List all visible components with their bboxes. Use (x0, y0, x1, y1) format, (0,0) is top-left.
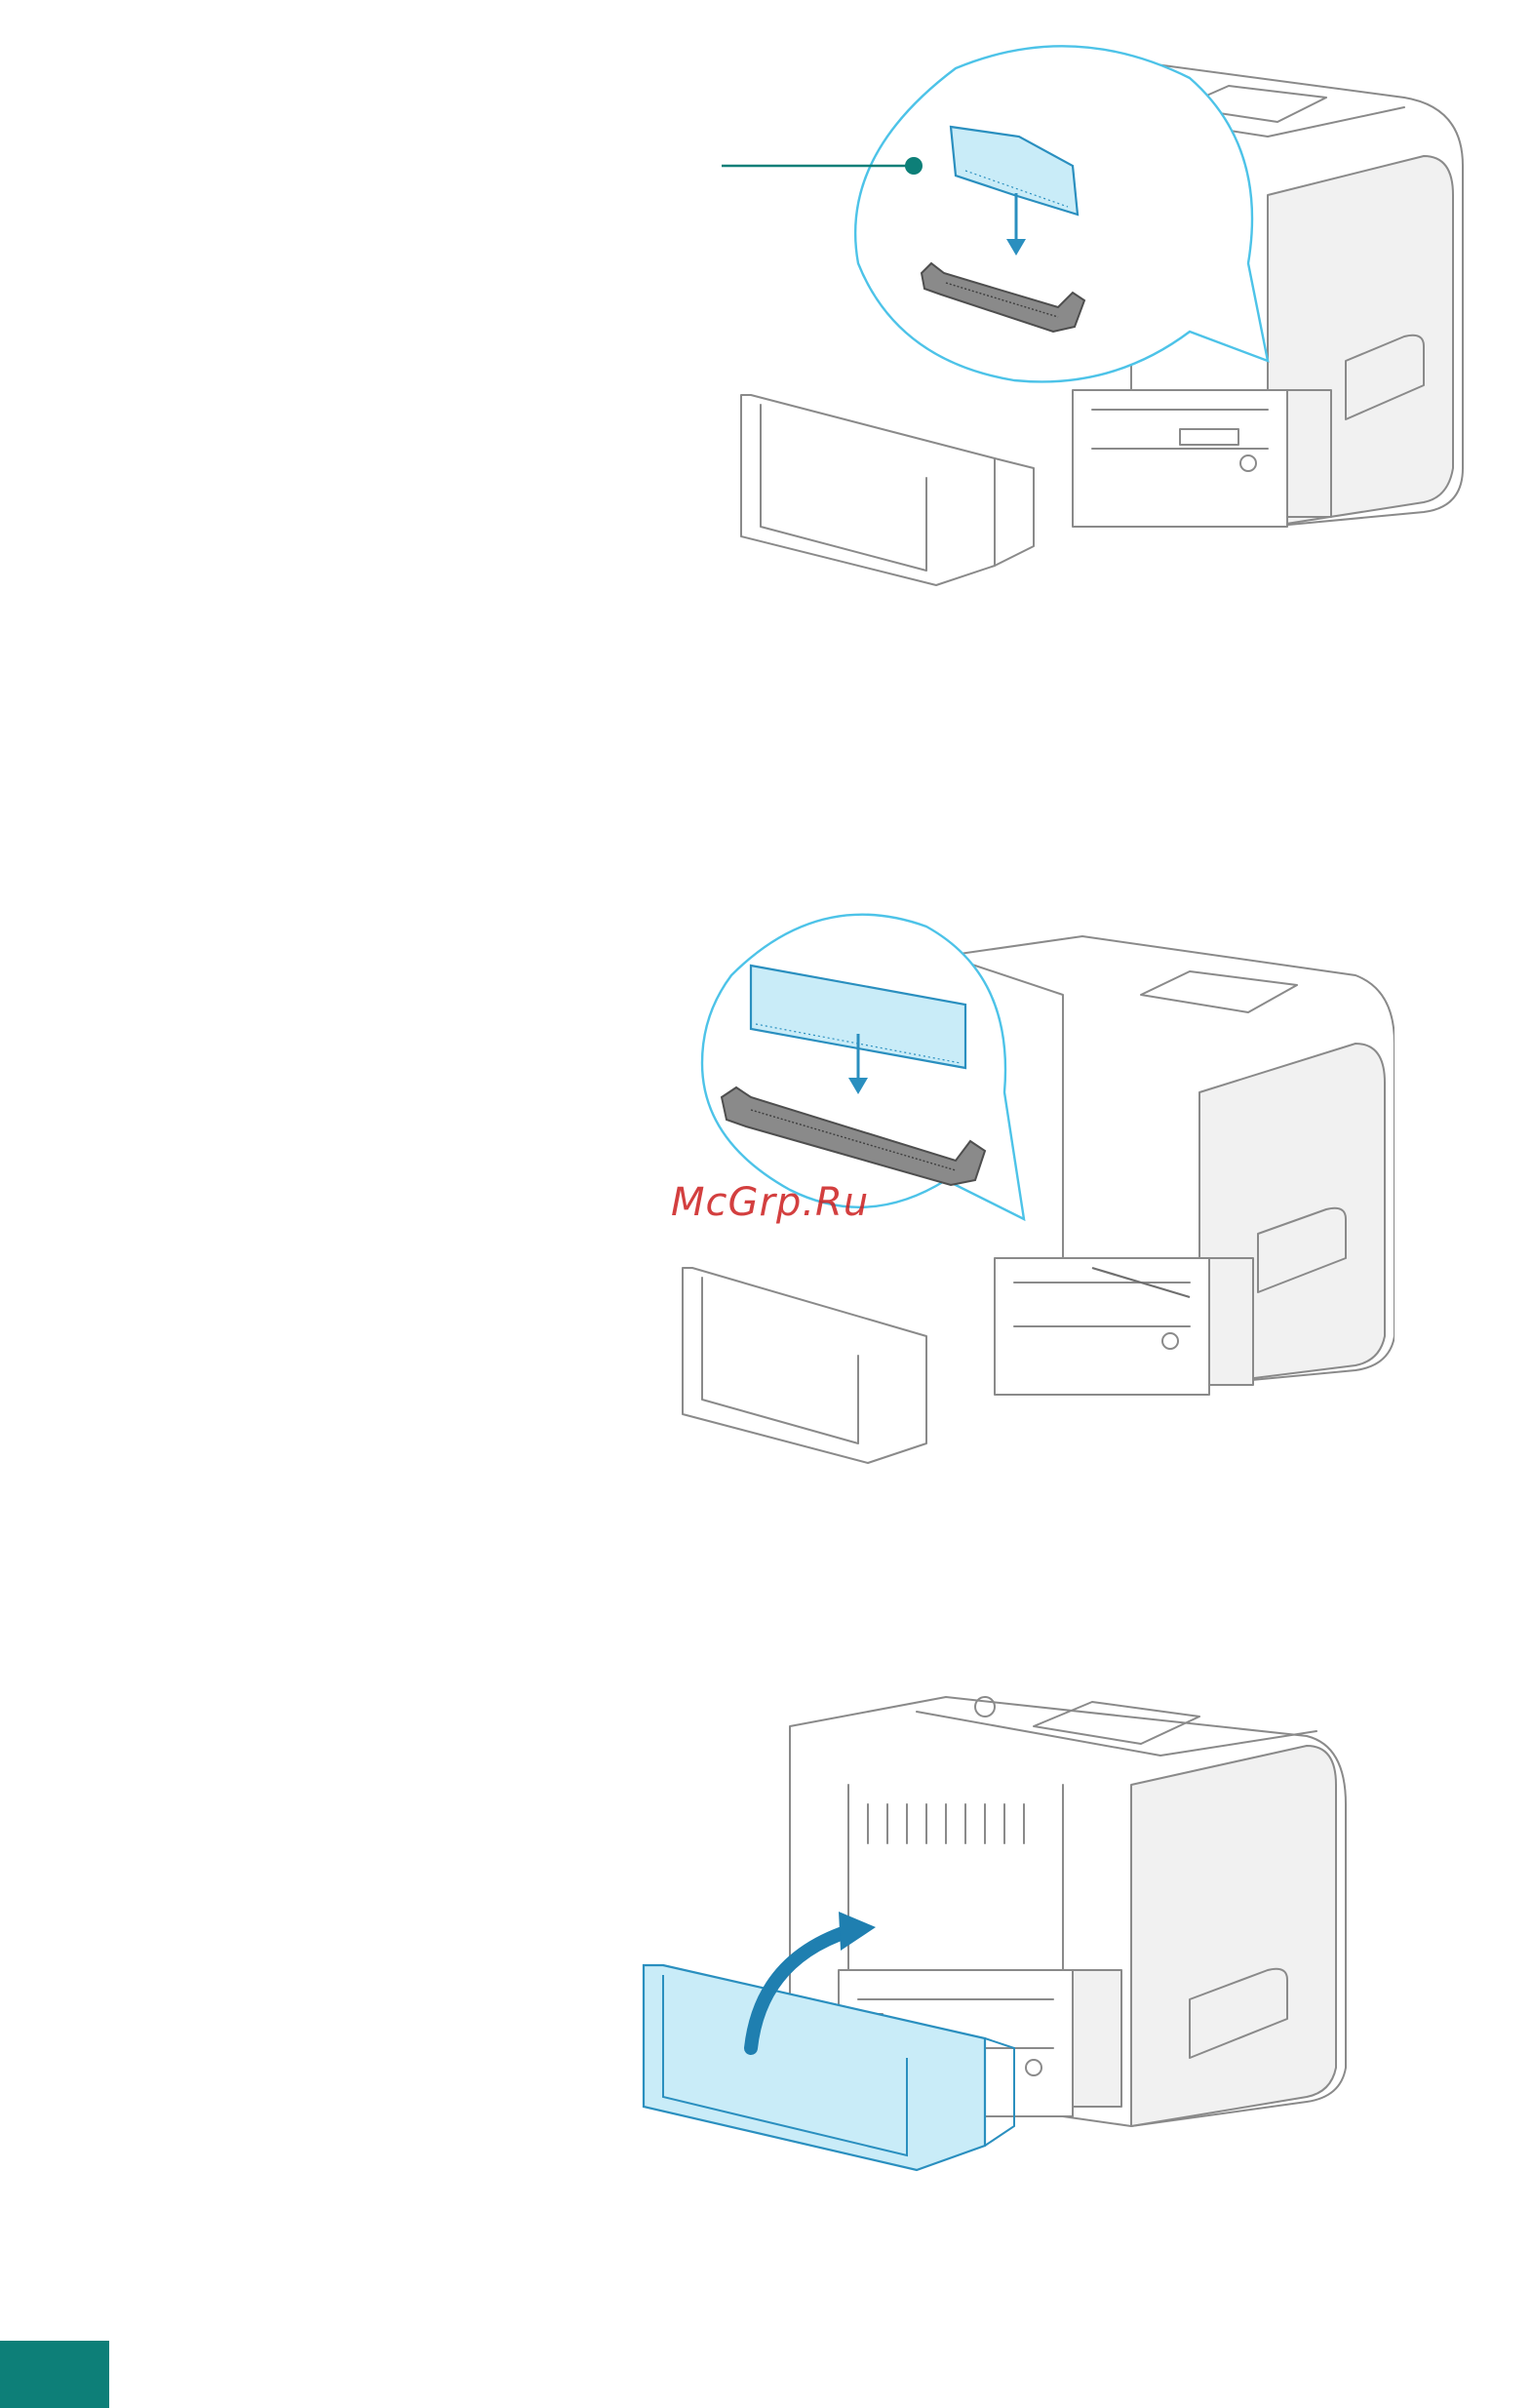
front-cover-open (741, 395, 1034, 585)
watermark-text: McGrp.Ru (671, 1180, 869, 1225)
front-cover-open (683, 1268, 926, 1463)
figure-memory-insertion (722, 39, 1482, 624)
page-corner-tab (0, 2341, 109, 2408)
figure-cover-closing (624, 1638, 1365, 2204)
callout-bubble (855, 46, 1268, 381)
